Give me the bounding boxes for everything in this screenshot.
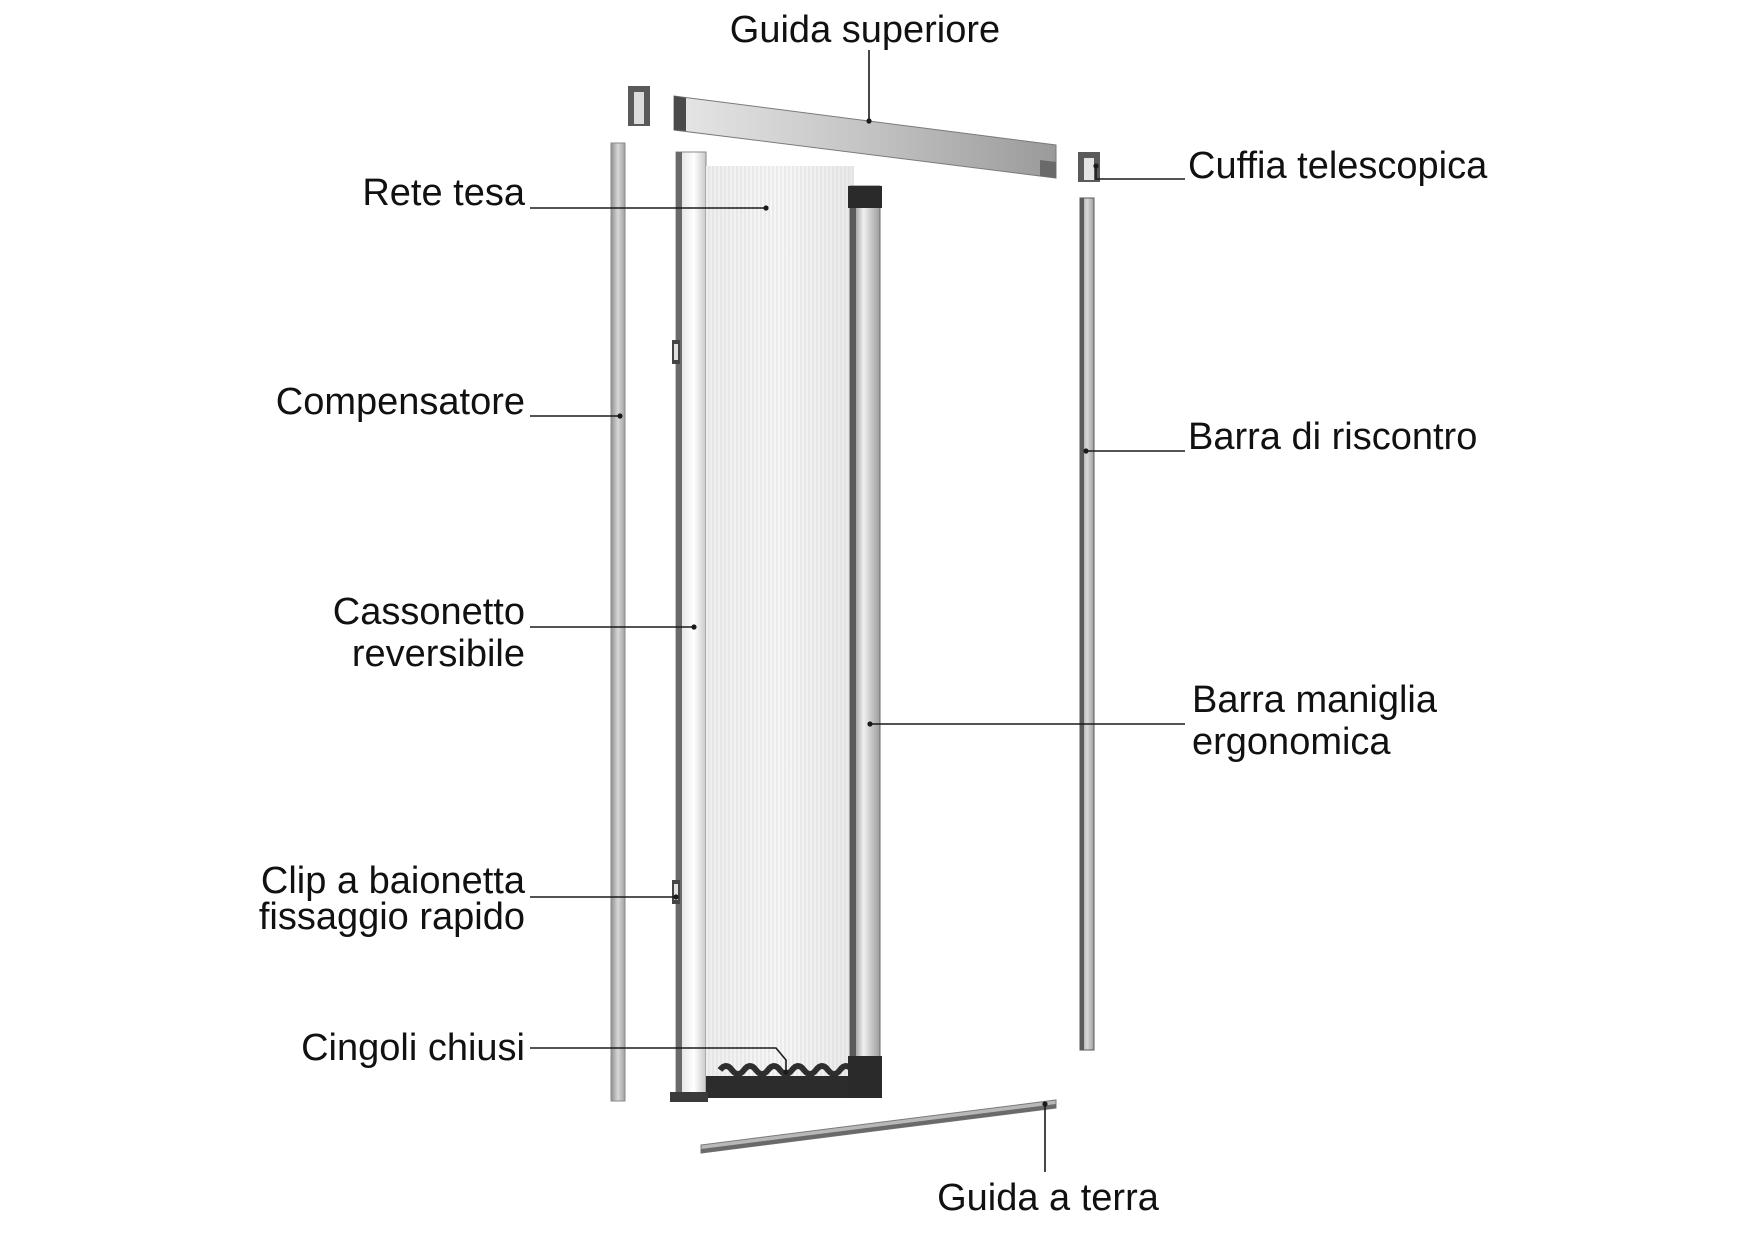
label-clip-2: fissaggio rapido [259,896,525,938]
label-compensatore: Compensatore [276,381,525,423]
label-guida-superiore: Guida superiore [730,9,1000,51]
label-clip-1: Clip a baionetta [261,860,526,902]
label-barra-maniglia-1: Barra maniglia [1192,679,1438,721]
top-rail [673,95,1057,179]
left-end-cap [628,86,650,126]
label-cassonetto-2: reversibile [352,633,525,675]
label-guida-terra: Guida a terra [937,1177,1160,1219]
compensator-bar [610,142,626,1102]
leader-lines [530,50,1185,1172]
label-cingoli: Cingoli chiusi [301,1027,525,1069]
strike-bar [1079,197,1095,1051]
label-cassonetto-1: Cassonetto [333,591,525,633]
telescopic-cap [1078,152,1100,182]
label-cuffia-telescopica: Cuffia telescopica [1188,145,1488,187]
screen-door-assembly [670,151,855,1102]
floor-guide [700,1099,1057,1154]
label-rete-tesa: Rete tesa [362,172,526,214]
handle-bar [848,185,882,1098]
label-barra-maniglia-2: ergonomica [1192,721,1391,763]
label-barra-riscontro: Barra di riscontro [1188,416,1477,458]
